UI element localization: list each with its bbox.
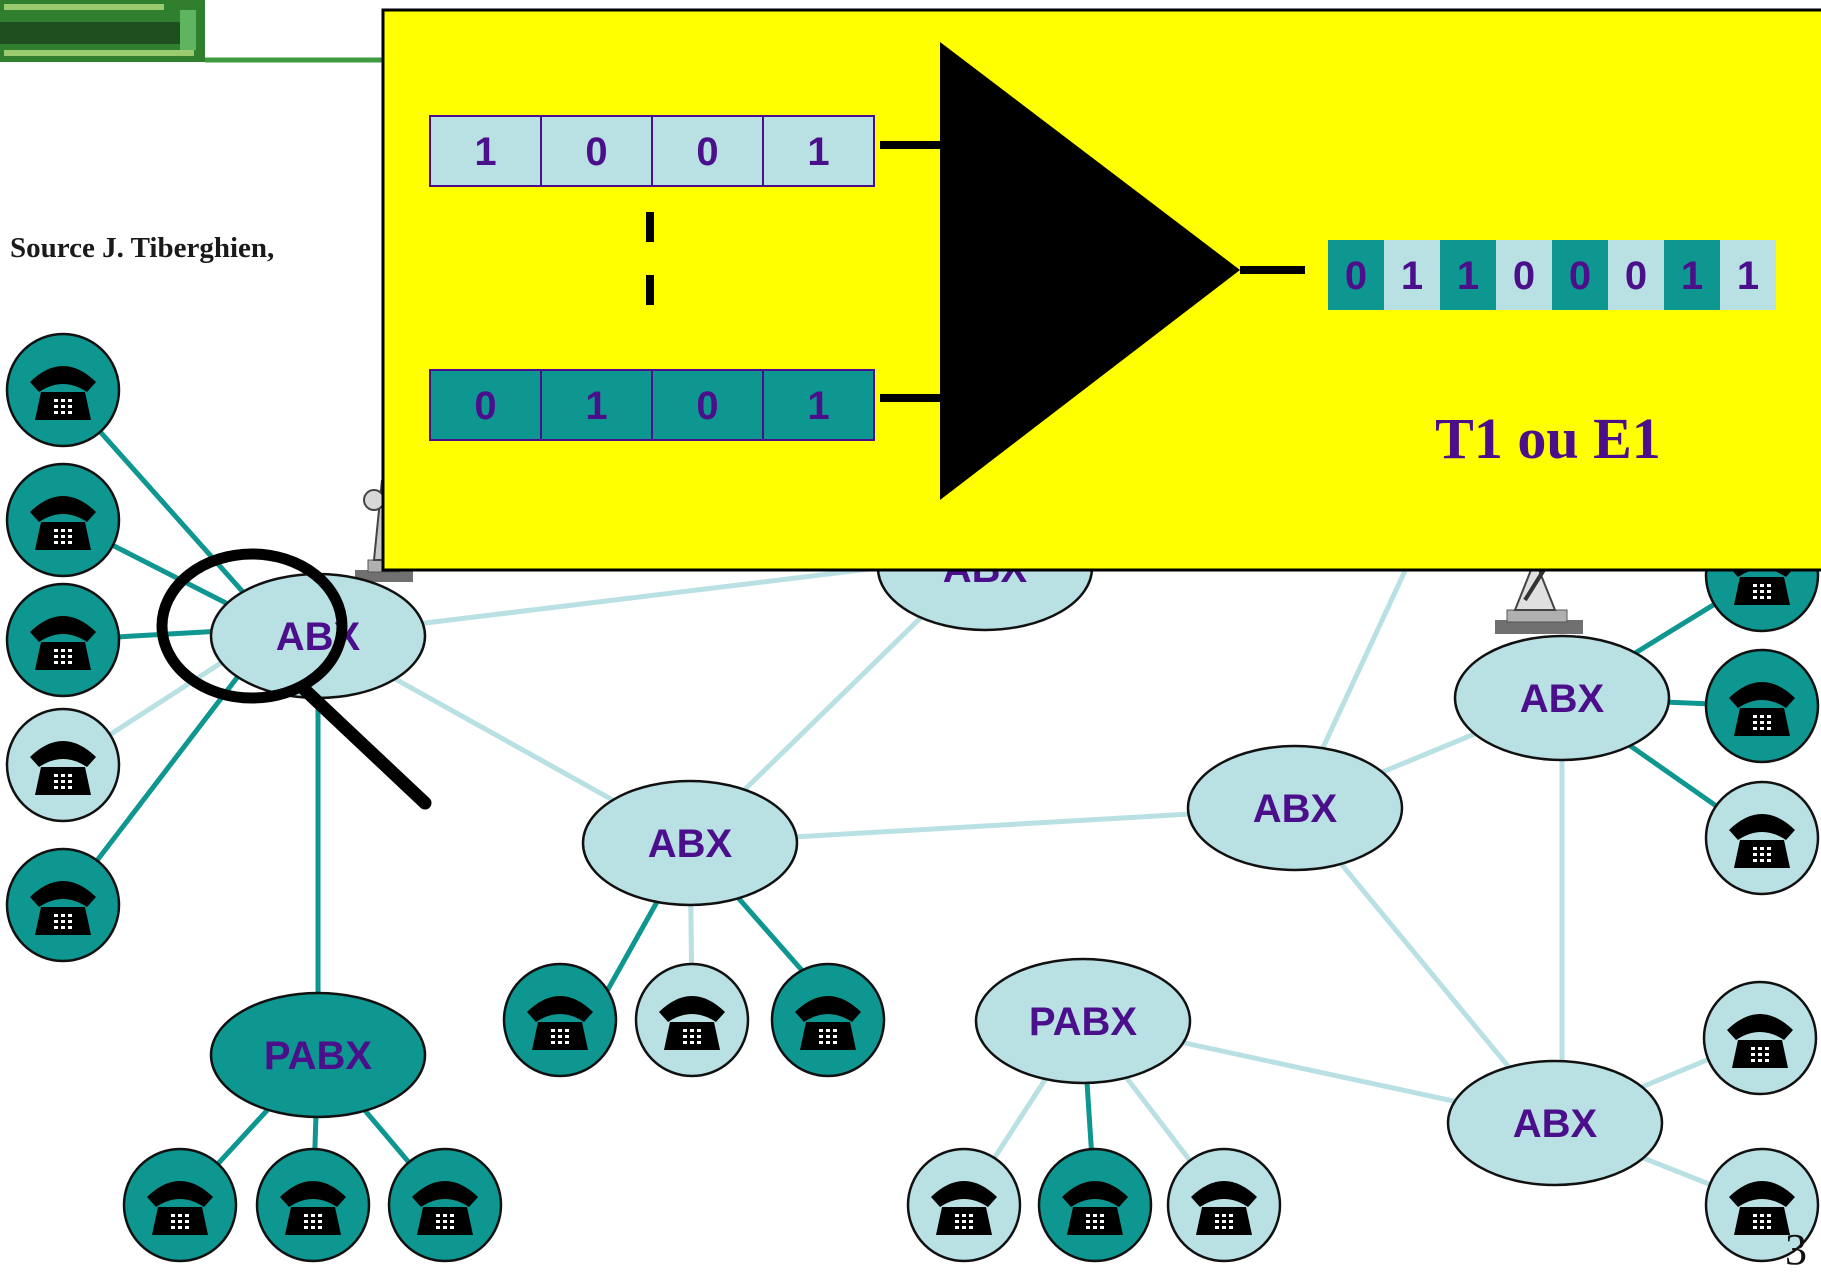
bit-value: 1 xyxy=(1401,254,1423,298)
abx-label: ABX xyxy=(1520,677,1605,721)
pabx-node: PABX xyxy=(209,991,427,1119)
bit-value: 0 xyxy=(696,384,718,428)
abx-node: ABX xyxy=(581,779,799,907)
phone-icon xyxy=(1704,1147,1820,1263)
bit-cell: 1 xyxy=(1720,240,1776,310)
bit-cell: 0 xyxy=(1552,240,1608,310)
bit-cell: 0 xyxy=(651,115,764,187)
phone-icon xyxy=(906,1147,1022,1263)
bit-cell: 0 xyxy=(429,369,542,441)
page-number: 3 xyxy=(1785,1225,1807,1274)
abx-label: ABX xyxy=(276,615,361,659)
phone-icon xyxy=(634,962,750,1078)
bit-value: 1 xyxy=(1737,254,1759,298)
telephones xyxy=(5,332,1820,1263)
bit-cell: 1 xyxy=(762,115,875,187)
circuit-board-icon xyxy=(0,0,385,63)
abx-label: ABX xyxy=(648,822,733,866)
bit-cell: 1 xyxy=(1384,240,1440,310)
bit-cell: 1 xyxy=(540,369,653,441)
network-nodes: ABXABXABXABXABXABXPABXPABX xyxy=(209,504,1671,1187)
phone-icon xyxy=(5,462,121,578)
bit-value: 0 xyxy=(1345,254,1367,298)
phone-icon xyxy=(1037,1147,1153,1263)
phone-icon xyxy=(770,962,886,1078)
bit-value: 0 xyxy=(1625,254,1647,298)
bit-cell: 0 xyxy=(1608,240,1664,310)
input-a-bits: 1 0 0 1 xyxy=(429,115,875,187)
bit-cell: 1 xyxy=(762,369,875,441)
phone-icon xyxy=(255,1147,371,1263)
bit-value: 0 xyxy=(1513,254,1535,298)
bit-value: 1 xyxy=(585,384,607,428)
abx-node: ABX xyxy=(1453,634,1671,762)
phone-icon xyxy=(1704,780,1820,896)
phone-icon xyxy=(5,707,121,823)
abx-label: ABX xyxy=(1513,1102,1598,1146)
bit-value: 1 xyxy=(807,384,829,428)
bit-value: 1 xyxy=(807,130,829,174)
phone-icon xyxy=(1702,980,1818,1096)
phone-icon xyxy=(5,332,121,448)
abx-node: ABX xyxy=(1446,1059,1664,1187)
multiplexer-triangle xyxy=(940,42,1240,500)
abx-node: ABX xyxy=(1186,744,1404,872)
pabx-label: PABX xyxy=(264,1034,372,1078)
phone-icon xyxy=(387,1147,503,1263)
pabx-node: PABX xyxy=(974,957,1192,1085)
bit-cell: 0 xyxy=(1328,240,1384,310)
bit-value: 1 xyxy=(1681,254,1703,298)
abx-label: ABX xyxy=(1253,787,1338,831)
pabx-label: PABX xyxy=(1029,1000,1137,1044)
satellite-dish-icon xyxy=(1495,557,1583,634)
phone-icon xyxy=(5,847,121,963)
bit-value: 0 xyxy=(474,384,496,428)
bit-cell: 0 xyxy=(651,369,764,441)
magnifier-icon xyxy=(156,548,432,810)
bit-value: 0 xyxy=(1569,254,1591,298)
phone-icon xyxy=(1704,648,1820,764)
phone-icon xyxy=(1166,1147,1282,1263)
bit-cell: 0 xyxy=(1496,240,1552,310)
bit-cell: 1 xyxy=(429,115,542,187)
phone-icon xyxy=(502,962,618,1078)
trunk-label: T1 ou E1 xyxy=(1435,406,1661,471)
phone-icon xyxy=(122,1147,238,1263)
bit-cell: 0 xyxy=(540,115,653,187)
bit-value: 1 xyxy=(1457,254,1479,298)
bit-value: 0 xyxy=(585,130,607,174)
bit-cell: 1 xyxy=(1440,240,1496,310)
bit-value: 1 xyxy=(474,130,496,174)
phone-icon xyxy=(5,582,121,698)
input-b-bits: 0 1 0 1 xyxy=(429,369,875,441)
source-caption: Source J. Tiberghien, xyxy=(10,232,275,264)
bit-value: 0 xyxy=(696,130,718,174)
ellipsis-dashes xyxy=(646,212,654,305)
bit-cell: 1 xyxy=(1664,240,1720,310)
